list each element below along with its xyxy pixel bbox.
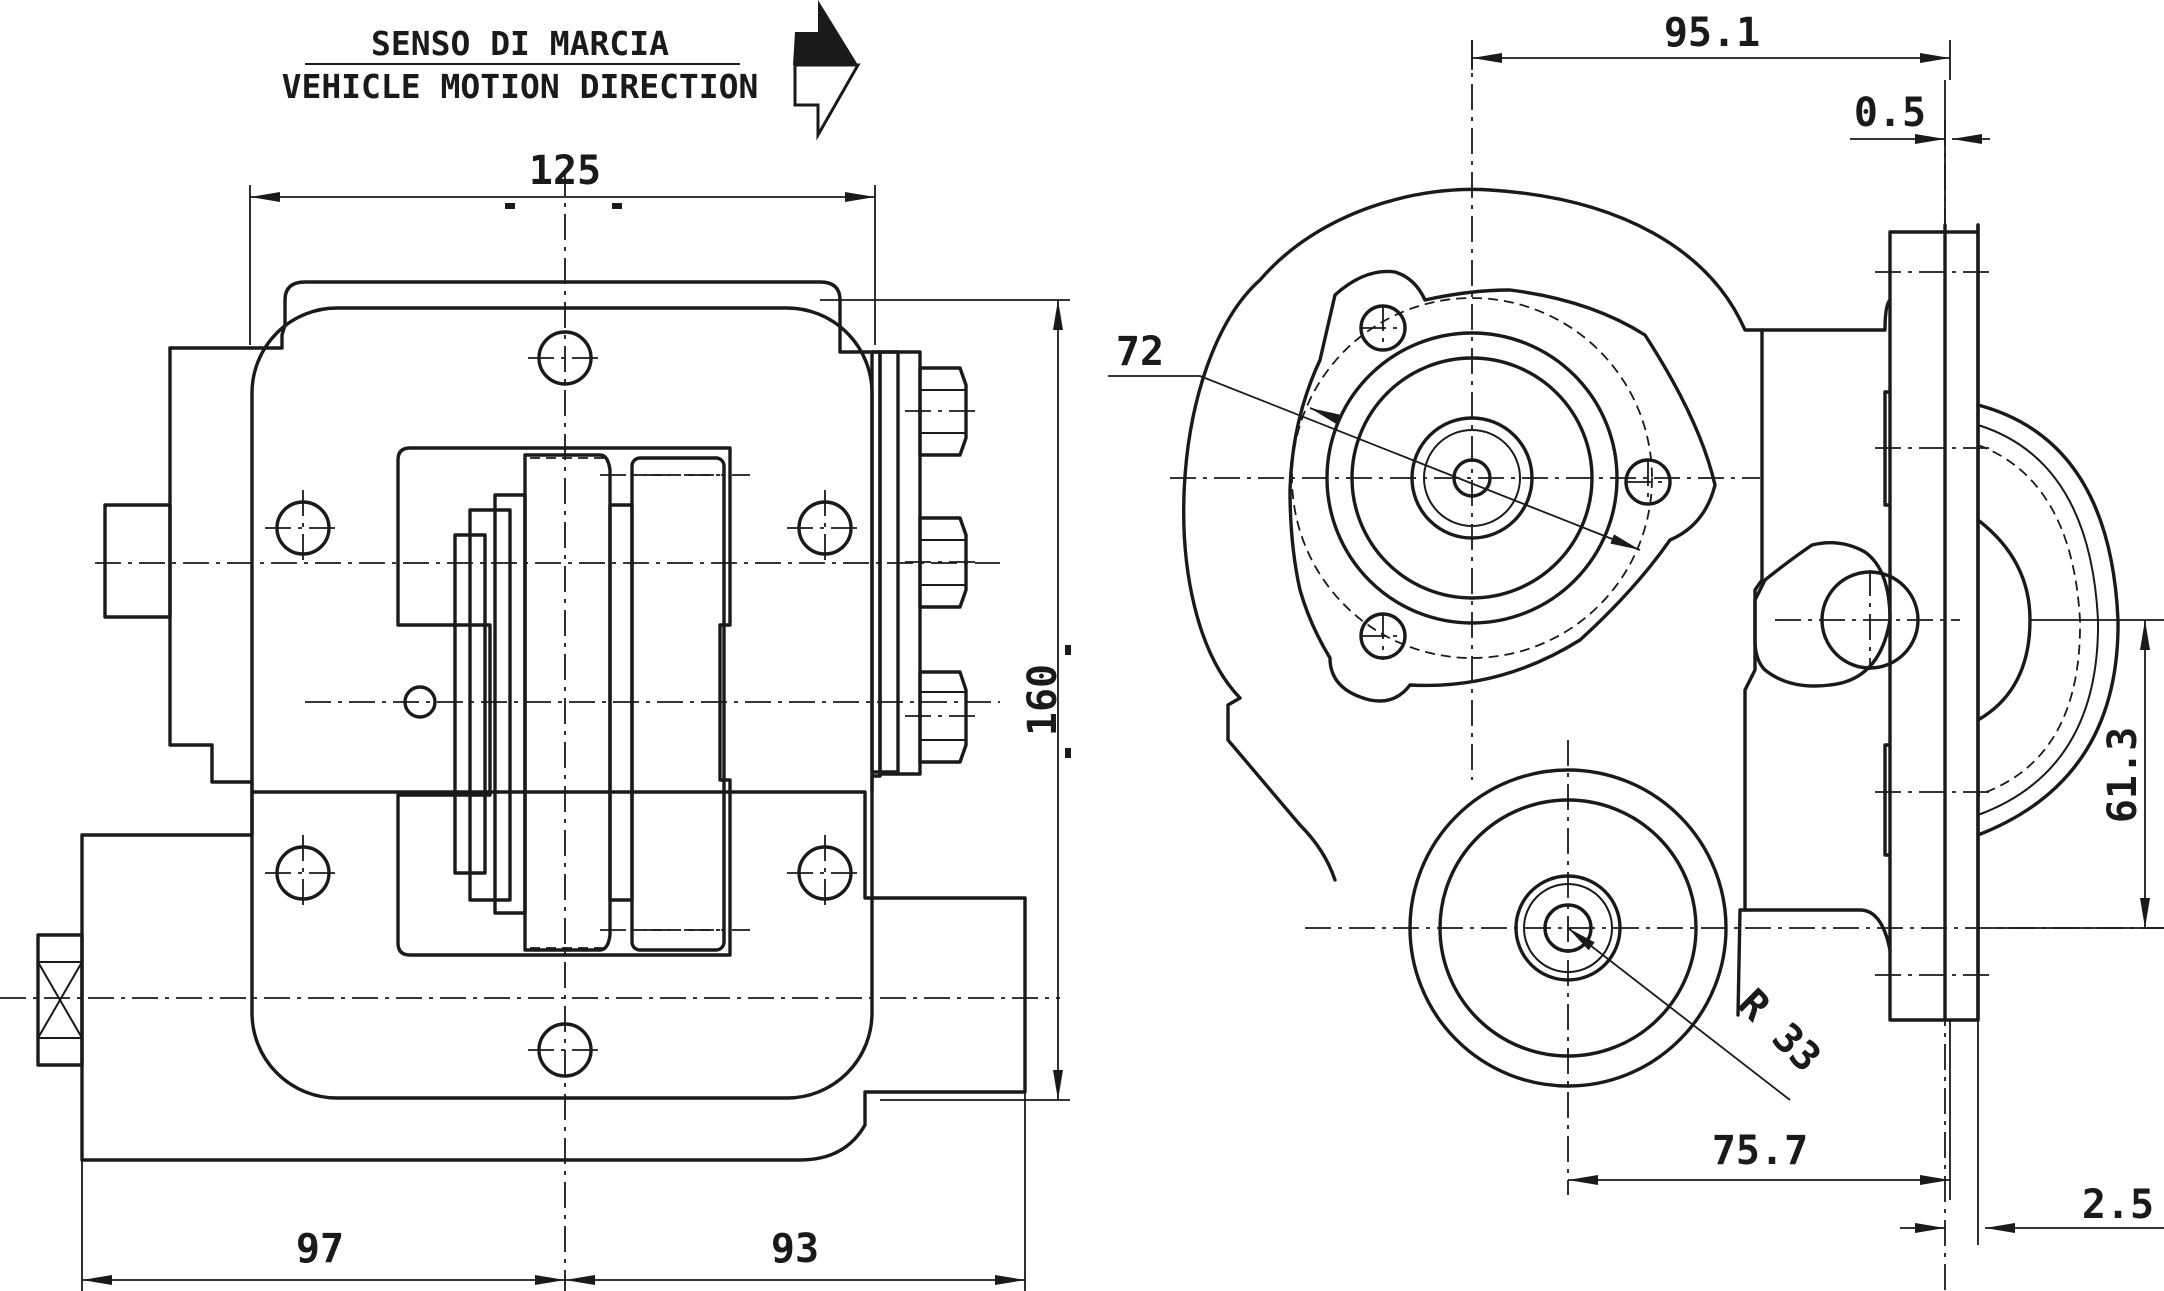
- dim-75-7: 75.7: [1712, 1128, 1808, 1174]
- bolt-holes: [275, 330, 853, 1078]
- front-view-dimensions: 125 160 97 93: [81, 148, 1071, 1291]
- dim-2-5: 2.5: [2082, 1182, 2154, 1228]
- dim-93: 93: [771, 1226, 819, 1272]
- dim-72: 72: [1116, 329, 1164, 375]
- dim-95-1: 95.1: [1664, 10, 1760, 56]
- front-view: [0, 170, 1060, 1291]
- motion-direction-arrow-icon: [793, 0, 861, 141]
- side-view-dimensions: 95.1 0.5 72 R 33 75.7 2.5 61.3: [1108, 10, 2164, 1245]
- dim-160: 160: [1020, 664, 1066, 736]
- side-view: [1170, 40, 2164, 1291]
- dim-125: 125: [529, 148, 601, 194]
- dim-r33: R 33: [1729, 980, 1830, 1081]
- direction-note: SENSO DI MARCIA VEHICLE MOTION DIRECTION: [282, 0, 861, 141]
- bolt-1: [918, 366, 968, 457]
- note-line2: VEHICLE MOTION DIRECTION: [282, 67, 759, 106]
- note-line1: SENSO DI MARCIA: [371, 24, 669, 63]
- dim-0-5: 0.5: [1854, 90, 1926, 136]
- bolt-2: [918, 516, 968, 609]
- bolt-3: [918, 670, 968, 764]
- dim-61-3: 61.3: [2100, 727, 2146, 823]
- dim-97: 97: [296, 1226, 344, 1272]
